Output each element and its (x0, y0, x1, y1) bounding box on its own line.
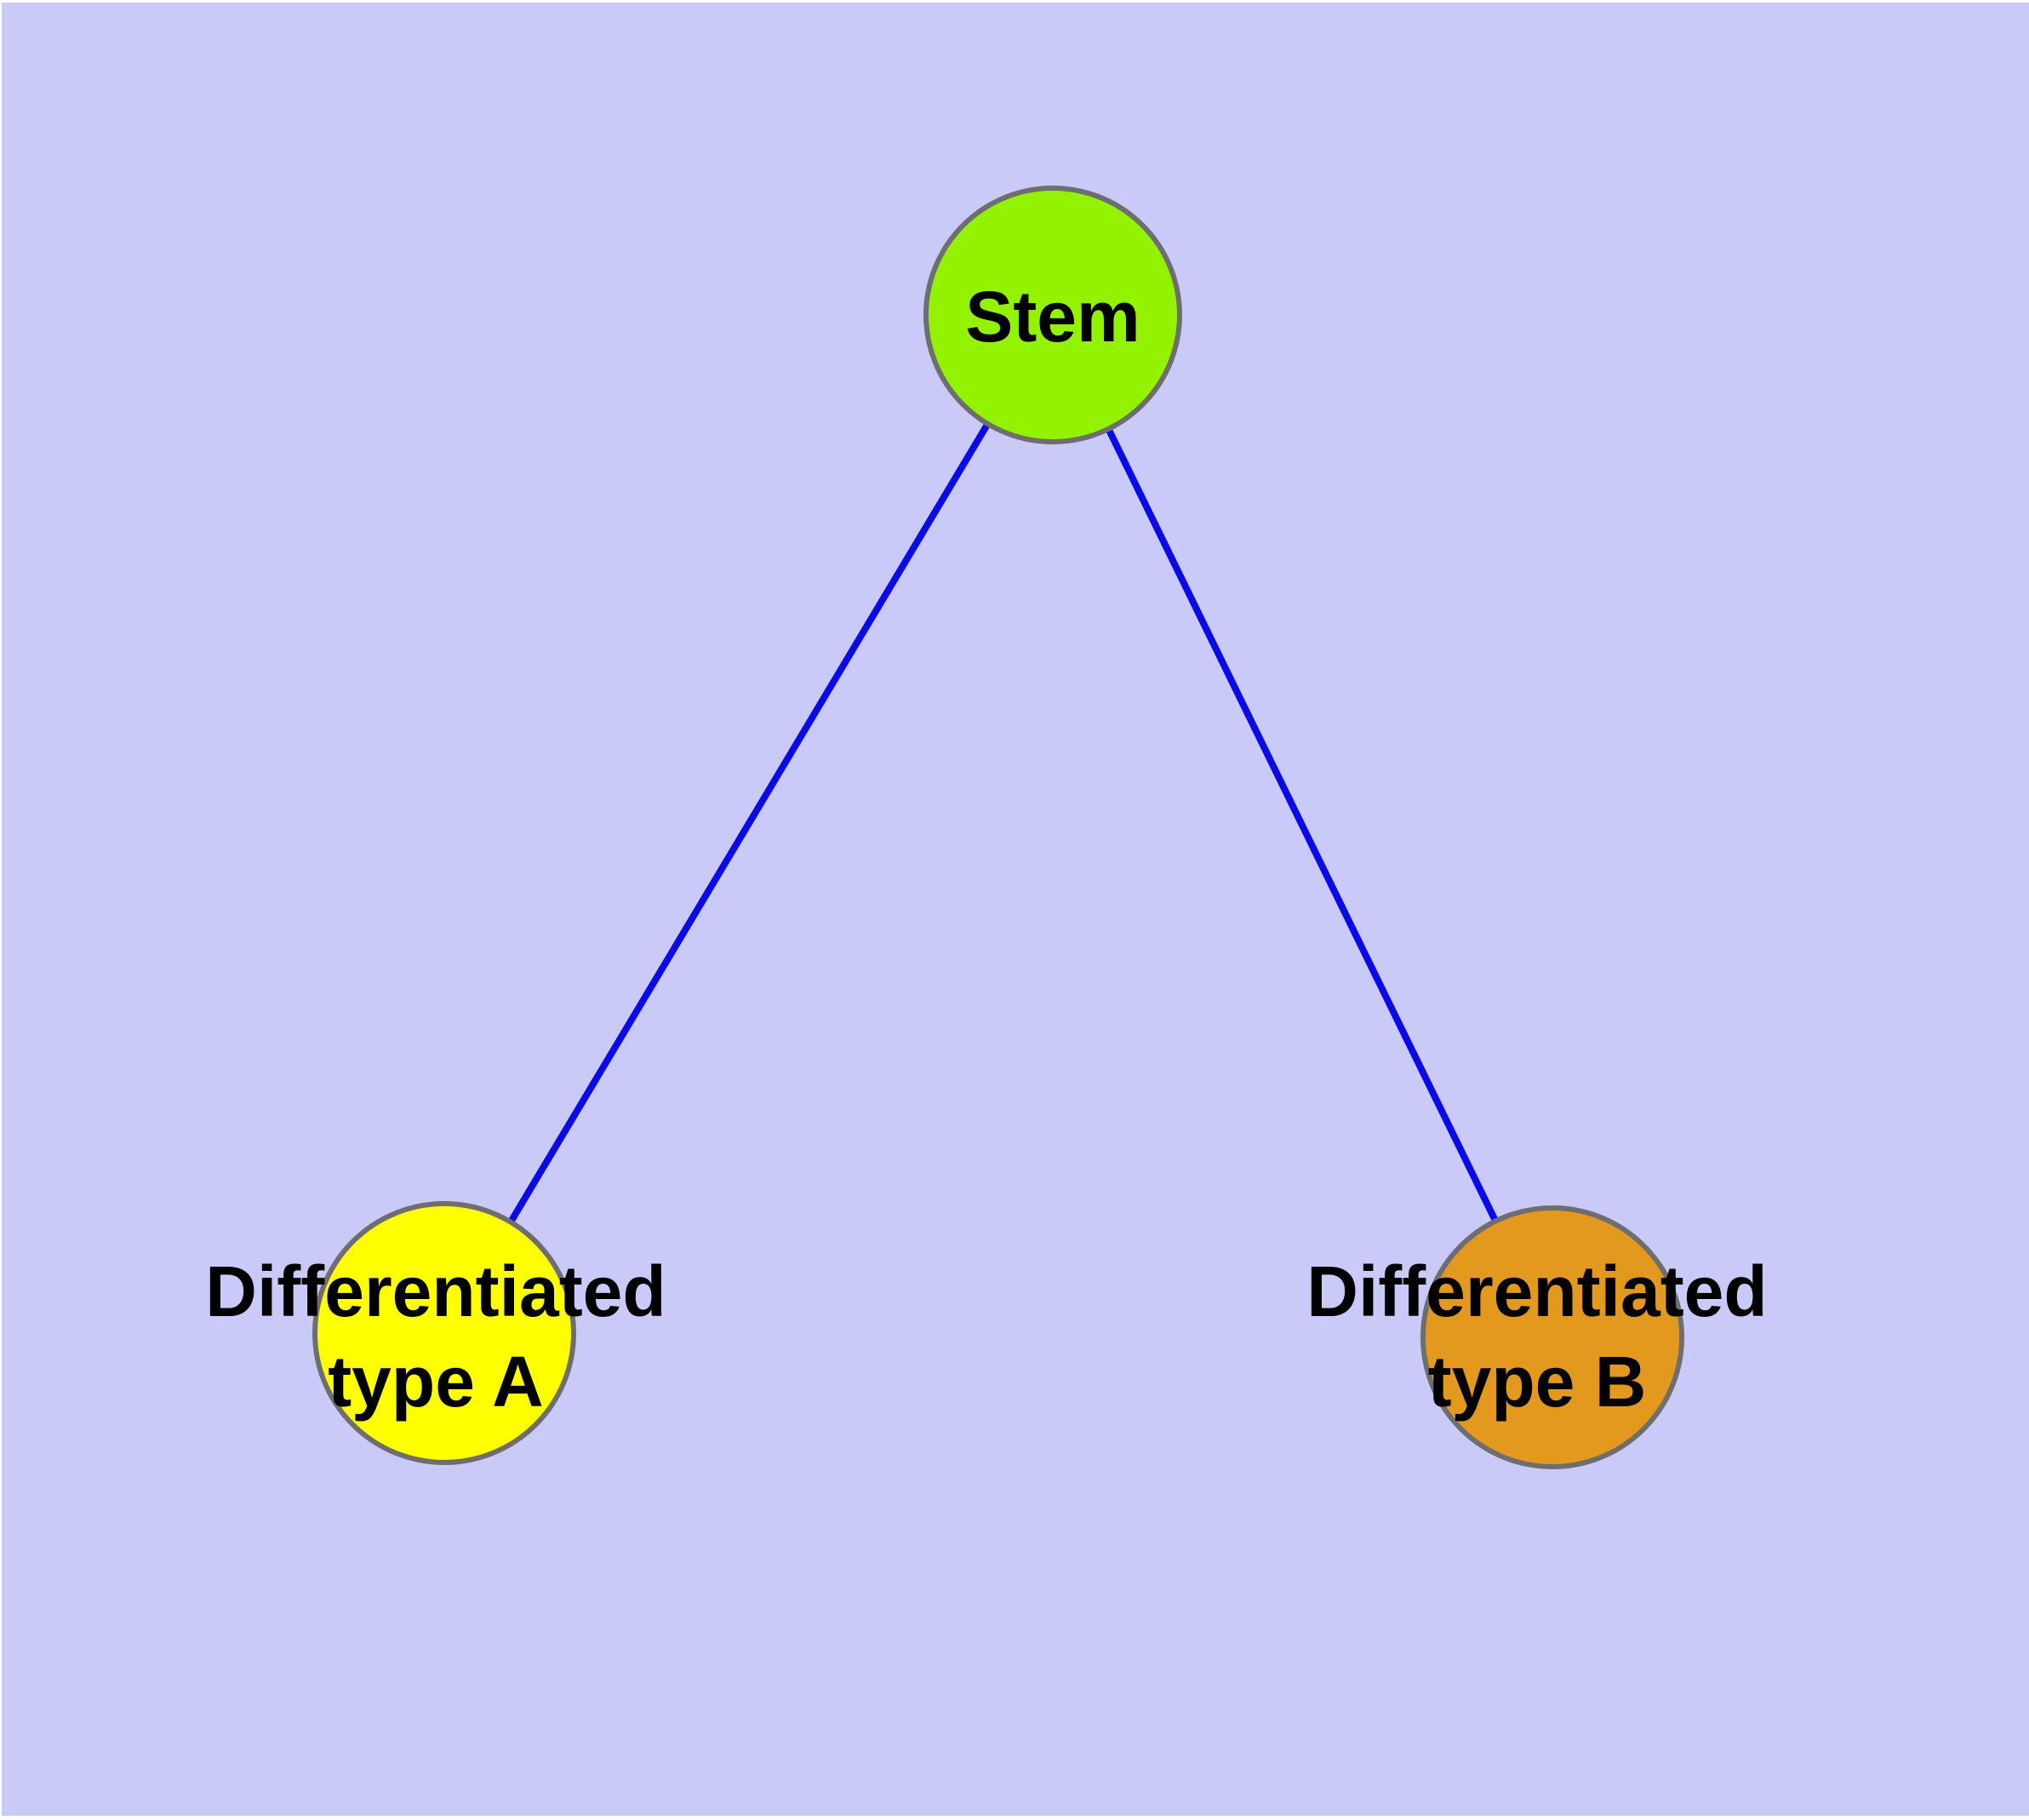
node-stem-label: Stem (965, 277, 1140, 357)
node-differentiated-type-b-label-line-1: Differentiated (1306, 1251, 1767, 1331)
edge-stem-to-type-b (1049, 313, 1556, 1339)
node-differentiated-type-a (312, 1201, 576, 1465)
node-differentiated-type-a-label-line-2: type A (328, 1342, 544, 1422)
node-differentiated-type-b (1420, 1205, 1684, 1469)
edge-stem-to-type-a (441, 312, 1056, 1336)
node-stem (923, 186, 1182, 444)
node-differentiated-type-a-label-line-1: Differentiated (205, 1251, 666, 1331)
node-differentiated-type-b-label-line-2: type B (1428, 1342, 1647, 1422)
